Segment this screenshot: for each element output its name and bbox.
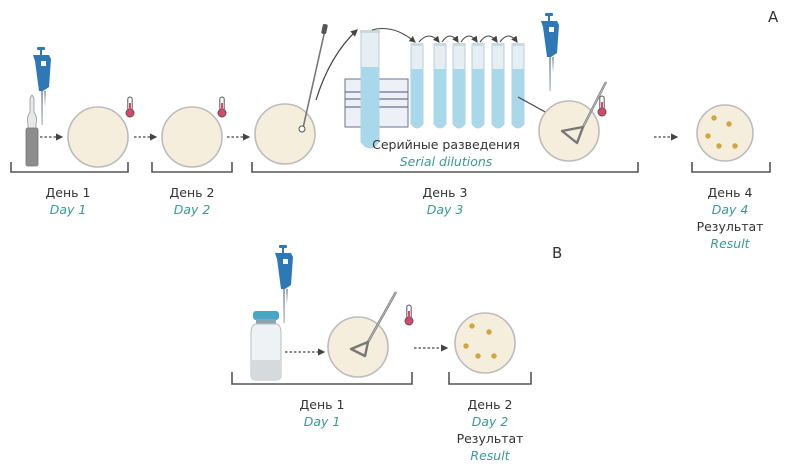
result-ru: Результат [696, 219, 764, 234]
thermometer-icon [217, 96, 227, 118]
colonies [705, 115, 738, 149]
test-tube [360, 30, 380, 149]
serial-dilutions-en: Serial dilutions [399, 154, 493, 169]
step-label-a-day3: День 3 Day 3 [423, 184, 468, 218]
spreader-icon [349, 291, 398, 358]
day-ru: День 1 [45, 185, 91, 200]
arrow [315, 29, 358, 101]
day-en: Day 2 [471, 414, 509, 429]
day-ru: День 3 [422, 185, 468, 200]
serial-dilutions-ru: Серийные разведения [372, 137, 520, 152]
pipette-icon [33, 47, 51, 125]
result-en: Result [710, 236, 750, 251]
test-tube [471, 43, 485, 129]
day-brackets [10, 162, 771, 173]
pipette-icon [275, 245, 293, 323]
thermometer-icon [597, 95, 607, 117]
ampoule-icon [25, 94, 39, 167]
transfer-arrow [441, 35, 459, 43]
step-label-a-day1: День 1 Day 1 [46, 184, 91, 218]
transfer-arrows [371, 27, 518, 43]
test-tube [491, 43, 505, 129]
day-en: Day 4 [711, 202, 749, 217]
panel-a [10, 13, 771, 173]
result-ru: Результат [456, 431, 524, 446]
result-en: Result [470, 448, 510, 463]
transfer-arrow [418, 35, 440, 43]
colonies [463, 323, 497, 359]
test-tube [511, 43, 525, 129]
spreader-icon [560, 81, 608, 145]
day-en: Day 1 [303, 414, 341, 429]
panel-b [231, 245, 532, 385]
transfer-arrow [460, 35, 478, 43]
day-ru: День 1 [299, 397, 345, 412]
day-brackets [231, 372, 532, 385]
serial-dilutions-label: Серийные разведения Serial dilutions [372, 136, 520, 170]
step-label-b-day2: День 2 Day 2 Результат Result [457, 396, 524, 464]
day-ru: День 4 [707, 185, 753, 200]
test-tube [410, 43, 424, 129]
dilution-tubes [410, 43, 525, 129]
petri-dish [161, 106, 223, 168]
petri-dish-with-colonies [454, 312, 516, 374]
panel-label-a: A [768, 8, 779, 26]
test-tube [433, 43, 447, 129]
thermometer-icon [404, 304, 414, 326]
transfer-arrow [479, 35, 498, 43]
inoculation-loop-icon [298, 23, 328, 133]
step-label-b-day1: День 1 Day 1 [300, 396, 345, 430]
transfer-arrow [371, 27, 416, 43]
day-en: Day 3 [426, 202, 464, 217]
petri-dish [67, 106, 129, 168]
step-label-a-day4: День 4 Day 4 Результат Result [697, 184, 764, 252]
thermometer-icon [125, 96, 135, 118]
vial-icon [250, 311, 282, 381]
step-label-a-day2: День 2 Day 2 [170, 184, 215, 218]
pipette-icon [541, 13, 559, 91]
test-tube [452, 43, 466, 129]
petri-dish [538, 100, 600, 162]
day-en: Day 2 [173, 202, 211, 217]
day-ru: День 2 [169, 185, 215, 200]
petri-dish-with-colonies [696, 104, 754, 162]
day-ru: День 2 [467, 397, 513, 412]
day-en: Day 1 [49, 202, 87, 217]
petri-dish [254, 103, 316, 165]
panel-label-b: B [552, 244, 563, 262]
transfer-arrow [499, 35, 518, 43]
